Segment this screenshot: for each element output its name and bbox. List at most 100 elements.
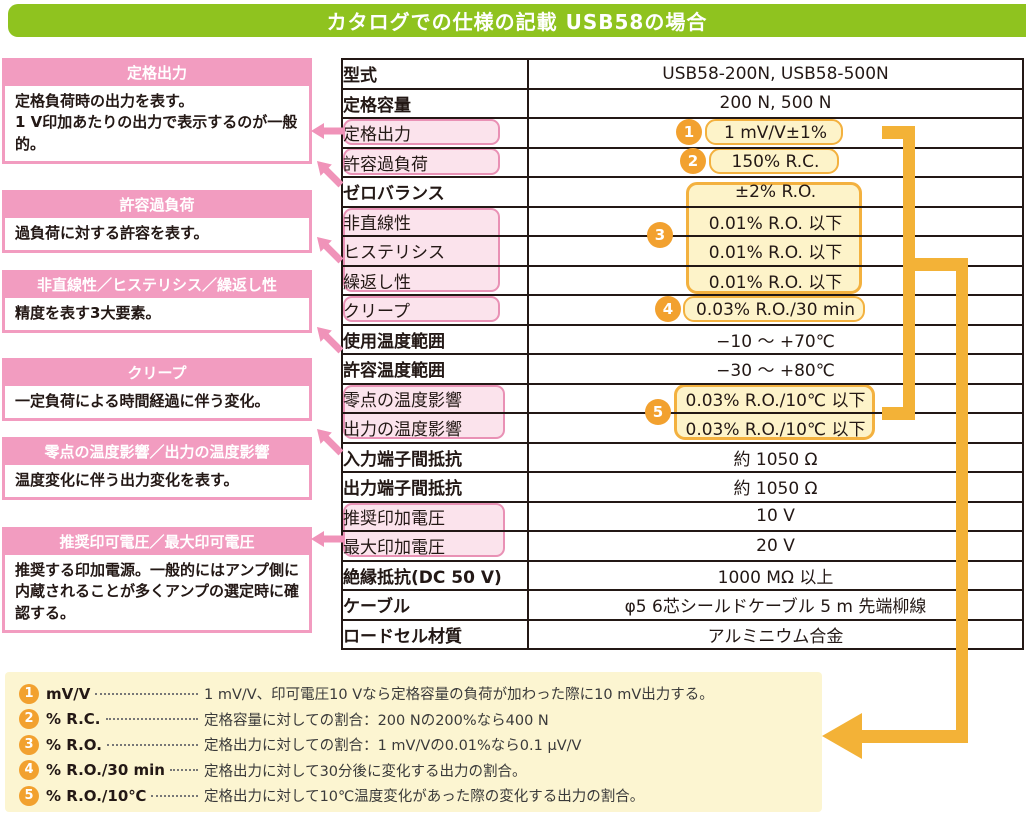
badge-5: 5 bbox=[645, 399, 671, 425]
row-value: 200 N, 500 N bbox=[527, 87, 1024, 119]
row-label: 出力の温度影響 bbox=[341, 412, 529, 444]
leader-dots bbox=[95, 692, 198, 695]
connector-branch bbox=[915, 258, 968, 271]
badge-2: 2 bbox=[680, 148, 706, 174]
row-label: 出力端子間抵抗 bbox=[341, 471, 529, 503]
legend-desc: 定格出力に対して30分後に変化する出力の割合。 bbox=[204, 763, 527, 780]
note-title: 零点の温度影響／出力の温度影響 bbox=[5, 440, 309, 465]
badge-4: 4 bbox=[655, 296, 681, 322]
row-value: 0.03% R.O./10℃ 以下 bbox=[527, 412, 1024, 444]
legend-badge-2: 2 bbox=[19, 709, 39, 730]
row-label: ヒステリシス bbox=[341, 235, 529, 267]
legend-term: % R.O./10℃ bbox=[46, 786, 147, 805]
row-label: 絶縁抵抗(DC 50 V) bbox=[341, 559, 529, 591]
table-row: ゼロバランス±2% R.O. bbox=[341, 176, 1024, 208]
legend-item: 4 % R.O./30 min 定格出力に対して30分後に変化する出力の割合。 bbox=[5, 758, 822, 784]
table-row: 出力端子間抵抗約 1050 Ω bbox=[341, 471, 1024, 503]
row-label: 許容過負荷 bbox=[341, 146, 529, 178]
row-label: 最大印加電圧 bbox=[341, 530, 529, 562]
row-value: −10 ～ +70℃ bbox=[527, 323, 1024, 355]
note-body: 定格負荷時の出力を表す。 1 V印加あたりの出力で表示するのが一般的。 bbox=[15, 92, 298, 153]
connector-vertical-b bbox=[956, 258, 968, 743]
row-value: 1000 MΩ 以上 bbox=[527, 559, 1024, 591]
note-body: 推奨する印加電源。一般的にはアンプ側に内蔵されることが多くアンプの選定時に確認す… bbox=[15, 561, 299, 622]
table-row: 入力端子間抵抗約 1050 Ω bbox=[341, 441, 1024, 473]
row-value: USB58-200N, USB58-500N bbox=[527, 58, 1024, 90]
row-label: 非直線性 bbox=[341, 205, 529, 237]
row-label: 定格容量 bbox=[341, 87, 529, 119]
table-row: 絶縁抵抗(DC 50 V)1000 MΩ 以上 bbox=[341, 559, 1024, 591]
note-safe-overload: 許容過負荷 過負荷に対する許容を表す。 bbox=[2, 190, 312, 254]
legend-item: 5 % R.O./10℃ 定格出力に対して10℃温度変化があった際の変化する出力… bbox=[5, 783, 822, 809]
legend-desc: 定格出力に対しての割合：1 mV/Vの0.01%なら0.1 μV/V bbox=[204, 738, 582, 755]
arrow-down-left-icon bbox=[311, 155, 348, 192]
row-label: ロードセル材質 bbox=[341, 618, 529, 650]
leader-dots bbox=[105, 718, 198, 721]
leader-dots bbox=[151, 794, 198, 797]
table-row: 許容温度範囲−30 ～ +80℃ bbox=[341, 353, 1024, 385]
legend-term: % R.C. bbox=[46, 710, 101, 729]
row-value: 10 V bbox=[527, 500, 1024, 532]
note-body: 過負荷に対する許容を表す。 bbox=[15, 224, 209, 242]
row-value: −30 ～ +80℃ bbox=[527, 353, 1024, 385]
row-label: 型式 bbox=[341, 58, 529, 90]
row-label: 推奨印加電圧 bbox=[341, 500, 529, 532]
row-value: 約 1050 Ω bbox=[527, 441, 1024, 473]
arrow-left-icon bbox=[311, 122, 345, 140]
legend-item: 2 % R.C. 定格容量に対しての割合：200 Nの200%なら400 N bbox=[5, 707, 822, 733]
row-value: ±2% R.O. bbox=[527, 176, 1024, 208]
page-title: カタログでの仕様の記載 USB58の場合 bbox=[8, 4, 1026, 37]
note-title: 非直線性／ヒステリシス／繰返し性 bbox=[5, 273, 309, 298]
legend-term: % R.O./30 min bbox=[46, 761, 165, 780]
table-row: 使用温度範囲−10 ～ +70℃ bbox=[341, 323, 1024, 355]
note-excitation-voltage: 推奨印可電圧／最大印可電圧 推奨する印加電源。一般的にはアンプ側に内蔵されること… bbox=[2, 527, 312, 633]
legend-term: mV/V bbox=[46, 684, 91, 703]
row-label: クリープ bbox=[341, 294, 529, 326]
legend-term: % R.O. bbox=[46, 735, 102, 754]
arrow-down-left-icon bbox=[311, 423, 348, 460]
note-body: 温度変化に伴う出力変化を表す。 bbox=[15, 471, 239, 489]
legend-box: 1 mV/V 1 mV/V、印可電圧10 Vなら定格容量の負荷が加わった際に10… bbox=[5, 672, 822, 812]
leader-dots bbox=[169, 769, 198, 772]
note-temp-effect: 零点の温度影響／出力の温度影響 温度変化に伴う出力変化を表す。 bbox=[2, 437, 312, 501]
connector-arrowhead-icon bbox=[822, 713, 862, 759]
arrow-down-left-icon bbox=[311, 231, 348, 268]
row-label: 許容温度範囲 bbox=[341, 353, 529, 385]
note-nonlinearity: 非直線性／ヒステリシス／繰返し性 精度を表す3大要素。 bbox=[2, 270, 312, 334]
connector-stub-bottom bbox=[882, 407, 915, 420]
table-row: ロードセル材質アルミニウム合金 bbox=[341, 618, 1024, 650]
legend-item: 3 % R.O. 定格出力に対しての割合：1 mV/Vの0.01%なら0.1 μ… bbox=[5, 732, 822, 758]
legend-badge-4: 4 bbox=[19, 760, 39, 781]
legend-desc: 定格出力に対して10℃温度変化があった際の変化する出力の割合。 bbox=[204, 789, 645, 806]
note-body: 一定負荷による時間経過に伴う変化。 bbox=[15, 392, 270, 410]
badge-3: 3 bbox=[647, 222, 673, 248]
legend-item: 1 mV/V 1 mV/V、印可電圧10 Vなら定格容量の負荷が加わった際に10… bbox=[5, 681, 822, 707]
row-value: 0.01% R.O. 以下 bbox=[527, 205, 1024, 237]
arrow-left-icon bbox=[311, 530, 345, 548]
note-title: 定格出力 bbox=[5, 61, 309, 86]
row-value: アルミニウム合金 bbox=[527, 618, 1024, 650]
row-label: 零点の温度影響 bbox=[341, 382, 529, 414]
row-label: 定格出力 bbox=[341, 117, 529, 149]
row-label: 使用温度範囲 bbox=[341, 323, 529, 355]
legend-desc: 1 mV/V、印可電圧10 Vなら定格容量の負荷が加わった際に10 mV出力する… bbox=[204, 687, 714, 704]
legend-badge-1: 1 bbox=[19, 683, 39, 704]
row-value: 20 V bbox=[527, 530, 1024, 562]
connector-vertical-a bbox=[903, 126, 915, 420]
row-value: 150% R.C. bbox=[527, 146, 1024, 178]
row-value: φ5 6芯シールドケーブル 5 m 先端柳線 bbox=[527, 589, 1024, 621]
connector-arrow-shaft bbox=[858, 730, 968, 743]
note-body: 精度を表す3大要素。 bbox=[15, 304, 161, 322]
legend-badge-3: 3 bbox=[19, 734, 39, 755]
